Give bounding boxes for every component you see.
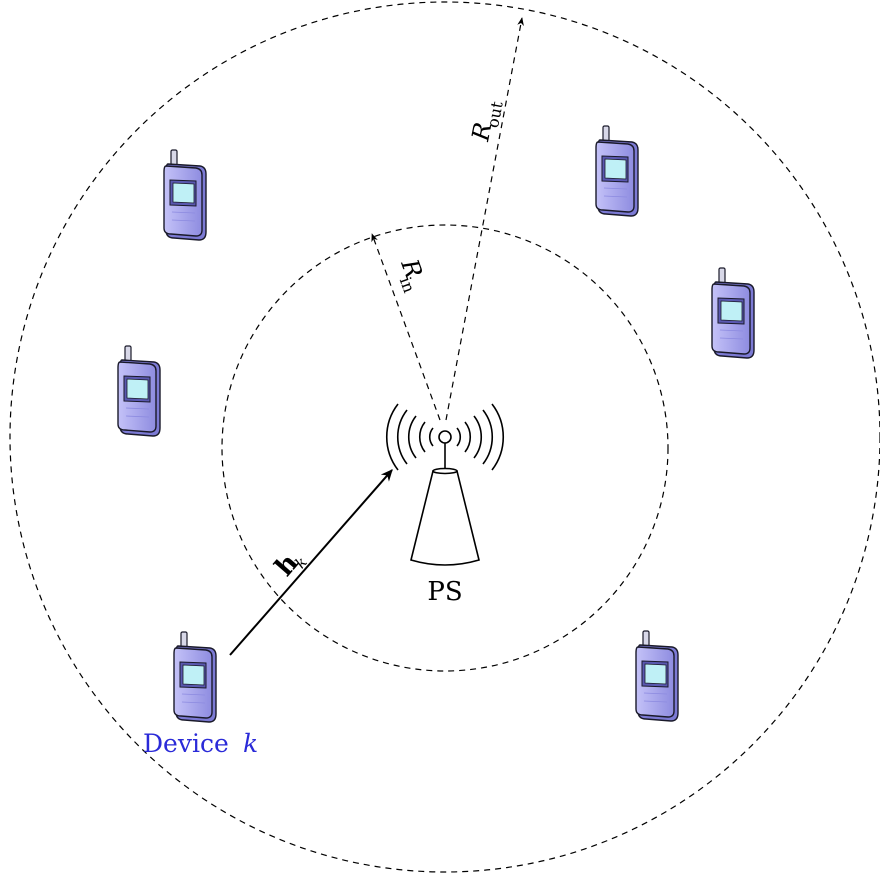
radio-waves-icon	[385, 403, 505, 471]
antenna-tower-icon	[410, 430, 480, 566]
device-label: Device k	[143, 729, 258, 758]
mobile-phone-icon	[635, 630, 679, 722]
mobile-phone-icon	[117, 345, 161, 437]
r-in-radius-line	[371, 233, 441, 421]
channel-label: h k	[269, 548, 310, 582]
mobile-phone-icon	[173, 631, 217, 723]
svg-text:in: in	[396, 274, 419, 295]
server-label: PS	[427, 577, 462, 607]
svg-text:out: out	[483, 99, 507, 129]
r-out-label: R out	[466, 99, 507, 144]
mobile-phone-icon	[595, 125, 639, 217]
r-in-label: R in	[395, 255, 428, 296]
outer-circle-boundary	[9, 1, 880, 873]
r-out-radius-line	[445, 17, 524, 421]
inner-circle-boundary	[221, 224, 669, 672]
channel-arrow	[229, 469, 393, 656]
mobile-phone-icon	[163, 149, 207, 241]
mobile-phone-icon	[711, 267, 755, 359]
